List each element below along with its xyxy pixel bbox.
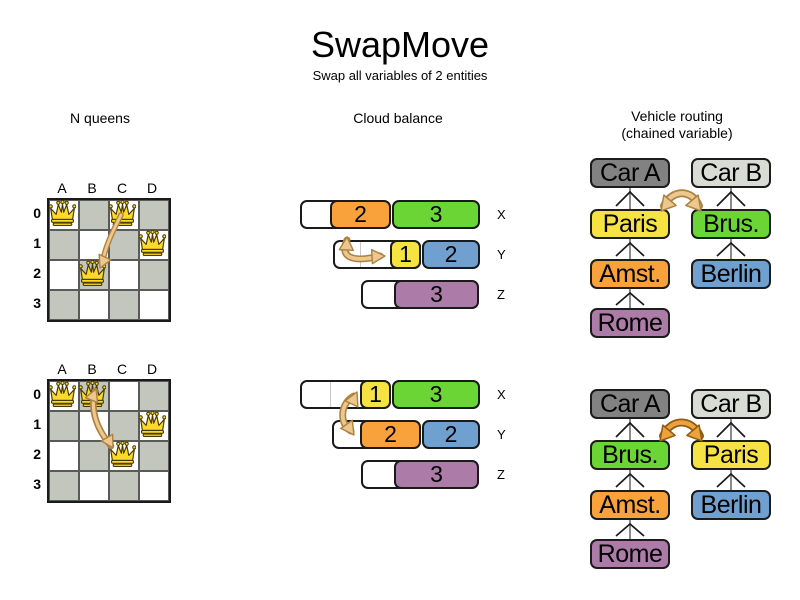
board-col-label: A xyxy=(57,361,67,377)
cloud-process-block: 3 xyxy=(392,200,480,229)
board-row-label: 0 xyxy=(33,386,41,402)
board-cell-C1 xyxy=(109,411,139,441)
board-row-label: 2 xyxy=(33,446,41,462)
board-cell-A1 xyxy=(49,230,79,260)
vehicle-box-amst: Amst. xyxy=(590,259,670,289)
board-cell-D1 xyxy=(139,411,169,441)
board-col-label: D xyxy=(146,361,158,377)
cloud-row-label: X xyxy=(497,207,506,222)
vehicle-box-rome: Rome xyxy=(590,539,670,569)
board-col-label: C xyxy=(116,180,128,196)
vehicle-box-paris: Paris xyxy=(691,440,771,470)
board-cell-B1 xyxy=(79,230,109,260)
vehicle-box-car-b: Car B xyxy=(691,389,771,419)
board-cell-B0 xyxy=(79,381,109,411)
board-cell-A0 xyxy=(49,200,79,230)
up-arrow-connector xyxy=(615,520,645,539)
vehicle-box-paris: Paris xyxy=(590,209,670,239)
board-cell-D0 xyxy=(139,200,169,230)
vehicle-box-car-b: Car B xyxy=(691,158,771,188)
board-cell-A1 xyxy=(49,411,79,441)
board-col-label: B xyxy=(87,180,97,196)
board-col-label: B xyxy=(87,361,97,377)
board-cell-C3 xyxy=(109,471,139,501)
page-subtitle: Swap all variables of 2 entities xyxy=(312,68,488,83)
cloud-process-block: 2 xyxy=(422,240,480,269)
cloud-process-block: 1 xyxy=(390,240,421,269)
up-arrow-connector xyxy=(615,188,645,209)
board-cell-A3 xyxy=(49,290,79,320)
cloud-row-label: Z xyxy=(497,467,505,482)
vehicle-header-line1: Vehicle routing xyxy=(631,108,723,124)
up-arrow-connector xyxy=(615,470,645,490)
board-cell-D3 xyxy=(139,290,169,320)
vehicle-box-brus: Brus. xyxy=(691,209,771,239)
board-cell-C2 xyxy=(109,441,139,471)
vehicle-box-car-a: Car A xyxy=(590,158,670,188)
board-row-label: 3 xyxy=(33,295,41,311)
cloud-row-label: Y xyxy=(497,247,506,262)
board-cell-A2 xyxy=(49,260,79,290)
cloud-capacity-divider xyxy=(360,242,361,267)
board-cell-C3 xyxy=(109,290,139,320)
vehicle-box-brus: Brus. xyxy=(590,440,670,470)
board-cell-A0 xyxy=(49,381,79,411)
board-cell-B2 xyxy=(79,441,109,471)
up-arrow-connector xyxy=(716,239,746,259)
vehicle-box-amst: Amst. xyxy=(590,490,670,520)
board-row-label: 1 xyxy=(33,235,41,251)
cloud-process-block: 2 xyxy=(422,420,480,449)
up-arrow-connector xyxy=(615,239,645,259)
board-row-label: 3 xyxy=(33,476,41,492)
cloud-row-label: Z xyxy=(497,287,505,302)
cloud-process-block: 2 xyxy=(330,200,391,229)
board-cell-D2 xyxy=(139,260,169,290)
cloud-row-label: Y xyxy=(497,427,506,442)
board-row-label: 0 xyxy=(33,205,41,221)
board-cell-B1 xyxy=(79,411,109,441)
vehicle-box-berlin: Berlin xyxy=(691,490,771,520)
board-cell-B2 xyxy=(79,260,109,290)
board-cell-B3 xyxy=(79,290,109,320)
cloud-capacity-divider xyxy=(330,382,331,407)
cloud-process-block: 2 xyxy=(360,420,421,449)
cloud-process-block: 3 xyxy=(394,280,479,309)
board-row-label: 2 xyxy=(33,265,41,281)
board-cell-A3 xyxy=(49,471,79,501)
up-arrow-connector xyxy=(716,188,746,209)
up-arrow-connector xyxy=(716,470,746,490)
board-row-label: 1 xyxy=(33,416,41,432)
board-cell-D3 xyxy=(139,471,169,501)
board-cell-D1 xyxy=(139,230,169,260)
cloud-process-block: 1 xyxy=(360,380,391,409)
board-cell-C0 xyxy=(109,200,139,230)
board-cell-B0 xyxy=(79,200,109,230)
up-arrow-connector xyxy=(615,419,645,440)
page-title: SwapMove xyxy=(310,24,490,65)
column-header-vehicle-routing: Vehicle routing (chained variable) xyxy=(586,108,768,142)
column-header-nqueens: N queens xyxy=(70,110,130,126)
board-cell-D2 xyxy=(139,441,169,471)
board-col-label: A xyxy=(57,180,67,196)
vehicle-box-berlin: Berlin xyxy=(691,259,771,289)
column-header-cloud-balance: Cloud balance xyxy=(353,110,443,126)
board-cell-B3 xyxy=(79,471,109,501)
board-cell-C1 xyxy=(109,230,139,260)
board-col-label: C xyxy=(116,361,128,377)
nqueens-board-after xyxy=(47,379,171,503)
board-cell-C2 xyxy=(109,260,139,290)
nqueens-board-before xyxy=(47,198,171,322)
cloud-row-label: X xyxy=(497,387,506,402)
board-cell-D0 xyxy=(139,381,169,411)
vehicle-box-rome: Rome xyxy=(590,308,670,338)
board-cell-A2 xyxy=(49,441,79,471)
vehicle-box-car-a: Car A xyxy=(590,389,670,419)
board-col-label: D xyxy=(146,180,158,196)
up-arrow-connector xyxy=(716,419,746,440)
up-arrow-connector xyxy=(615,289,645,308)
cloud-process-block: 3 xyxy=(392,380,480,409)
board-cell-C0 xyxy=(109,381,139,411)
cloud-process-block: 3 xyxy=(394,460,479,489)
vehicle-header-line2: (chained variable) xyxy=(621,125,733,141)
